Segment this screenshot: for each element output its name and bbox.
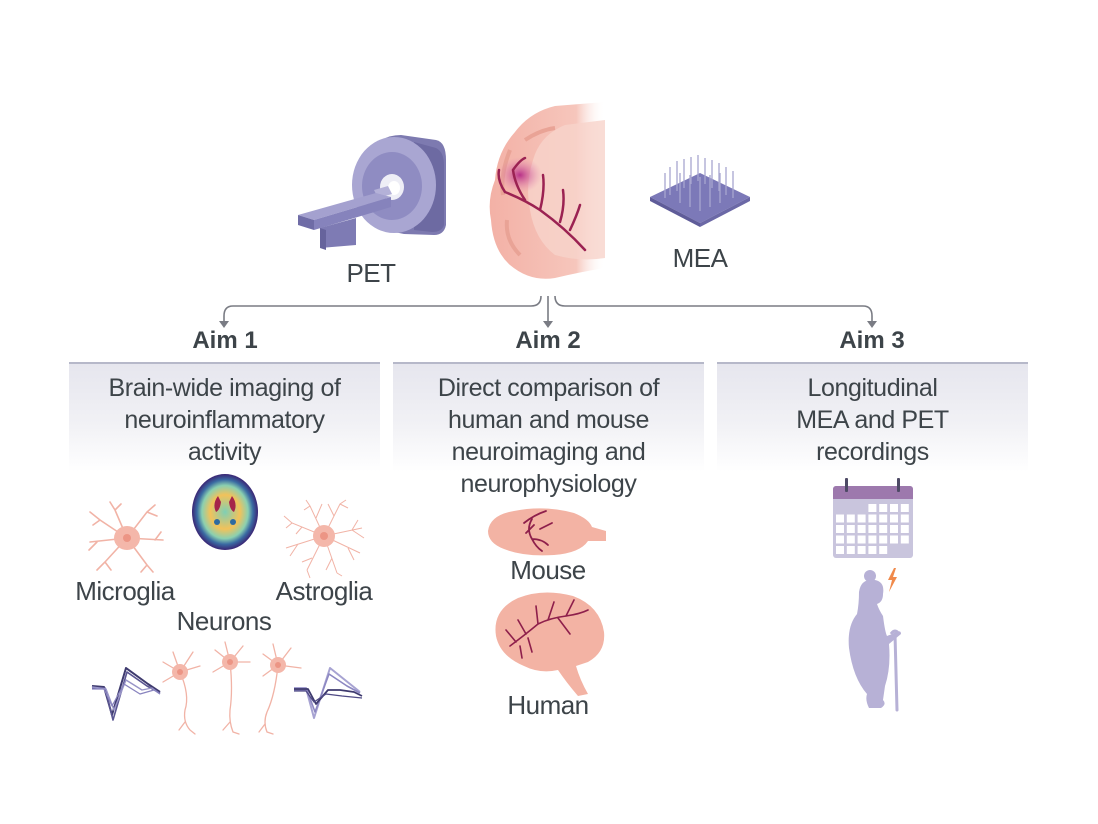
calendar-day-cell [900,504,909,512]
calendar-day-cell [890,535,898,544]
calendar-day-cell [836,525,844,533]
spike-waveform-icon [91,667,161,721]
human-label: Human [507,690,589,720]
arrow-head-aim-2 [543,321,553,328]
calendar-day-cell [879,535,888,544]
aim-3-title: Aim 3 [839,327,905,354]
neuron-icon [162,641,302,735]
arrow-head-aim-3 [867,321,877,328]
calendar-day-cell [836,546,844,554]
aim-1-description-line: activity [187,438,262,466]
calendar-day-cell [868,535,877,544]
human-brain-icon [495,592,605,696]
calendar-day-cell [868,504,877,512]
calendar-day-cell [868,514,877,523]
calendar-day-cell [868,525,877,533]
calendar-day-cell [857,546,866,554]
aim-3-description-line: Longitudinal [807,374,938,402]
calendar-day-cell [900,525,909,533]
calendar-day-cell [879,514,888,523]
calendar-day-cell [900,535,909,544]
aim-2-panel: Direct comparison of human and mouse neu… [393,362,704,498]
calendar-day-cell [879,504,888,512]
pet-label: PET [346,258,396,288]
microglia-label: Microglia [75,576,175,606]
calendar-day-cell [857,514,866,523]
calendar-day-cell [836,514,844,523]
aim-1-description-line: neuroinflammatory [124,406,325,434]
aim-1-panel: Brain-wide imaging of neuroinflammatory … [69,362,380,472]
calendar-day-cell [868,546,877,554]
mea-label: MEA [672,243,728,273]
aim-2-title: Aim 2 [515,327,581,354]
microelectrode-array-icon [650,155,750,227]
pet-scanner-icon [298,135,446,250]
calendar-day-cell [846,525,855,533]
aim-3-panel: Longitudinal MEA and PET recordings [717,362,1028,472]
microglia-icon [88,501,164,573]
arrow-head-aim-1 [219,321,229,328]
astroglia-label: Astroglia [275,576,373,606]
calendar-day-cell [879,546,888,554]
spike-waveform-icon [294,667,363,719]
astroglia-icon [283,499,365,579]
mouse-label: Mouse [510,555,586,585]
aim-1-title: Aim 1 [192,327,258,354]
calendar-day-cell [846,514,855,523]
aim-1-description-line: Brain-wide imaging of [108,374,341,402]
calendar-day-cell [846,546,855,554]
aim-2-description-line: human and mouse [447,406,650,434]
aim-2-description-line: neuroimaging and [451,438,646,466]
calendar-day-cell [836,535,844,544]
calendar-icon [833,478,913,558]
aim-2-description-line: Direct comparison of [437,374,660,402]
mouse-brain-icon [488,508,606,556]
calendar-day-cell [890,504,898,512]
calendar-day-cell [846,535,855,544]
aim-2-description-line: neurophysiology [460,470,637,498]
calendar-day-cell [890,514,898,523]
aim-3-description-line: recordings [816,438,929,466]
brain-section-icon [489,102,605,279]
calendar-day-cell [890,525,898,533]
calendar-day-cell [857,535,866,544]
calendar-day-cell [879,525,888,533]
lightning-icon [888,568,897,592]
neurons-label: Neurons [176,606,272,636]
elderly-person-with-cane-icon [848,570,901,712]
calendar-day-cell [900,514,909,523]
pet-brain-scan-icon [192,474,258,550]
calendar-day-cell [857,525,866,533]
aim-3-description-line: MEA and PET [796,406,949,434]
